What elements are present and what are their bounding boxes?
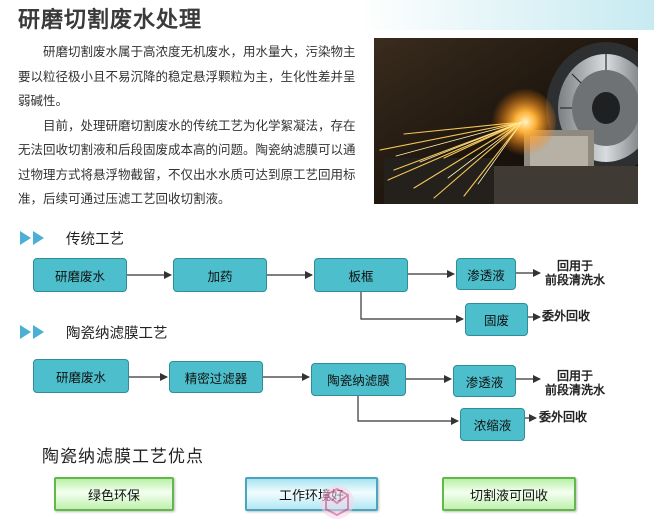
top-strip <box>0 0 654 30</box>
traditional-step-permeate: 渗透液 <box>456 258 516 290</box>
intro-paragraph: 目前，处理研磨切割废水的传统工艺为化学絮凝法，存在无法回收切割液和后段固废成本高… <box>18 117 356 207</box>
reuse-note-line: 前段清洗水 <box>545 273 606 287</box>
ceramic-step-permeate: 渗透液 <box>453 365 516 397</box>
flow-arrow <box>360 291 464 323</box>
traditional-step-solid-waste: 固废 <box>465 303 528 336</box>
ceramic-step-ceramic-membrane: 陶瓷纳滤膜 <box>311 363 406 396</box>
grinding-sparks-image <box>374 38 638 204</box>
reuse-note-line: 回用于 <box>557 259 594 273</box>
double-arrow-icon <box>20 325 44 339</box>
page-title: 研磨切割废水处理 <box>18 8 203 33</box>
traditional-process-label: 传统工艺 <box>66 232 124 248</box>
traditional-step-dosing: 加药 <box>173 258 267 292</box>
traditional-step-grinding-wastewater: 研磨废水 <box>33 258 127 292</box>
ceramic-step-concentrate: 浓缩液 <box>460 408 525 441</box>
ceramic-outsource-note: 委外回收 <box>539 410 588 424</box>
ceramic-process-label: 陶瓷纳滤膜工艺 <box>66 326 168 342</box>
watermark-logo <box>320 485 354 519</box>
traditional-reuse-note: 回用于 前段清洗水 <box>545 259 605 287</box>
traditional-outsource-note: 委外回收 <box>542 309 591 323</box>
intro-text: 研磨切割废水属于高浓度无机废水，用水量大，污染物主要以粒径极小且不易沉降的稳定悬… <box>18 40 358 212</box>
advantage-recover-cutting-fluid: 切割液可回收 <box>442 477 576 511</box>
ceramic-reuse-note: 回用于 前段清洗水 <box>545 369 605 397</box>
reuse-note-line: 回用于 <box>557 369 594 383</box>
intro-paragraph: 研磨切割废水属于高浓度无机废水，用水量大，污染物主要以粒径极小且不易沉降的稳定悬… <box>18 44 356 108</box>
reuse-note-line: 前段清洗水 <box>545 383 606 397</box>
traditional-step-filter-press: 板框 <box>314 258 408 292</box>
double-arrow-icon <box>20 231 44 245</box>
flow-arrow <box>357 395 459 425</box>
advantages-heading: 陶瓷纳滤膜工艺优点 <box>42 447 204 467</box>
ceramic-step-precision-filter: 精密过滤器 <box>169 361 263 393</box>
grinding-photo <box>374 38 638 204</box>
advantage-green-env: 绿色环保 <box>54 477 174 511</box>
ceramic-step-grinding-wastewater: 研磨废水 <box>33 359 129 393</box>
